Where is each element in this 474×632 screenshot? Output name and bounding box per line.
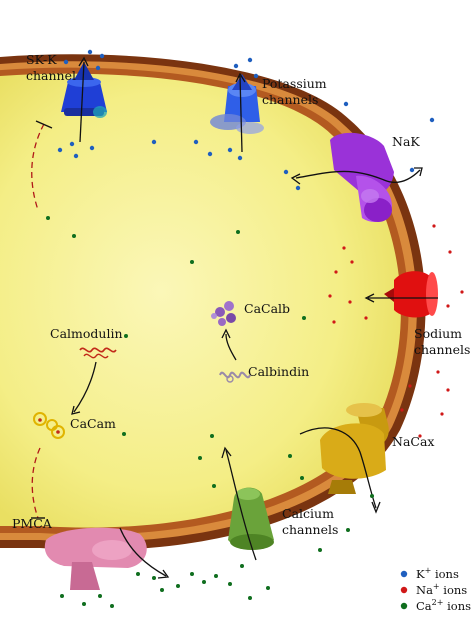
cell-membrane xyxy=(0,54,426,551)
nak-pump xyxy=(330,132,394,222)
label-calmodulin: Calmodulin xyxy=(50,326,123,341)
sodium-channel xyxy=(384,271,438,318)
legend-marker-0 xyxy=(400,570,408,578)
calmodulin-molecule xyxy=(79,347,117,359)
cacalb-molecule xyxy=(211,301,236,326)
flux-arrows xyxy=(71,56,438,579)
legend-label-0: K+ ions xyxy=(416,566,459,581)
label-calbindin: Calbindin xyxy=(248,364,309,379)
label-cacalb: CaCalb xyxy=(244,301,290,316)
calbindin-molecule xyxy=(219,371,251,383)
cacam-molecule xyxy=(33,412,65,439)
label-cacam: CaCam xyxy=(70,416,116,431)
potassium-channel xyxy=(210,74,264,134)
cytoplasm xyxy=(0,73,401,528)
ca-ions xyxy=(46,216,374,608)
label-calcium: Calcium xyxy=(282,506,334,521)
nacax-exchanger xyxy=(320,403,389,494)
label-sodium: Sodium xyxy=(414,326,462,341)
na-ions xyxy=(328,224,464,438)
legend-label-2: Ca2+ ions xyxy=(416,598,471,613)
legend-marker-2 xyxy=(400,602,408,610)
label-sodium-channels: channels xyxy=(414,342,470,357)
label-nak: NaK xyxy=(392,134,420,149)
label-pmca: PMCA xyxy=(12,516,53,531)
legend-label-1: Na+ ions xyxy=(416,582,467,597)
label-sk-k-channel: channel xyxy=(26,68,76,83)
k-ions xyxy=(57,49,435,191)
label-calcium-channels: channels xyxy=(282,522,338,537)
label-potassium: Potassium xyxy=(262,76,327,91)
pmca-pump xyxy=(44,527,147,590)
label-sk-k: SK-K xyxy=(26,52,57,67)
inhibition-lines xyxy=(31,120,53,519)
label-potassium-channels: channels xyxy=(262,92,318,107)
labels: SK-K channel Potassium channels NaK Sodi… xyxy=(12,52,470,537)
legend-marker-1 xyxy=(400,586,408,594)
label-nacax: NaCax xyxy=(392,434,434,449)
